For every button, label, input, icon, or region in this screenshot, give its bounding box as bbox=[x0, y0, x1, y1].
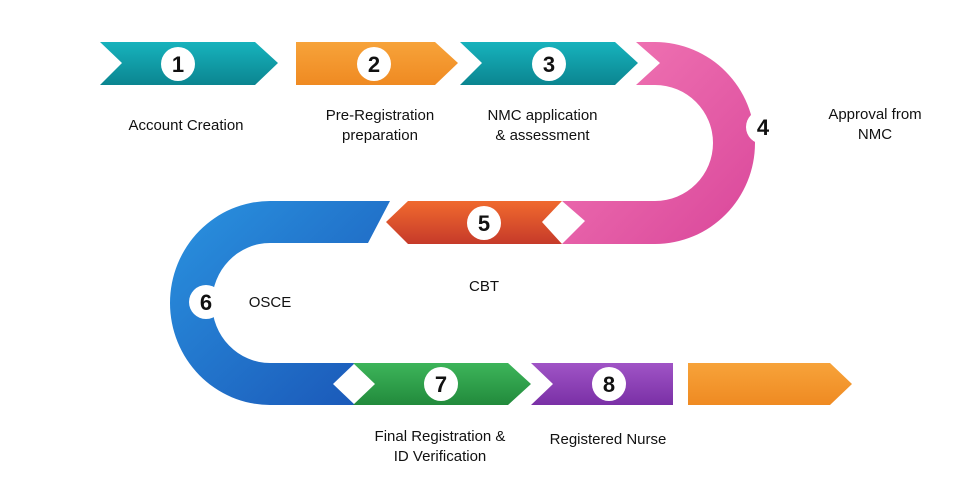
step-7-badge: 7 bbox=[424, 367, 458, 401]
step-4-label: Approval from NMC bbox=[800, 105, 950, 145]
step-4-curve bbox=[562, 42, 755, 244]
step-6-label-line-1: OSCE bbox=[248, 294, 292, 311]
step-5-label-line-1: CBT bbox=[469, 278, 499, 295]
step-3-label-line-1: NMC application bbox=[487, 107, 598, 124]
step-3-label-line-2: & assessment bbox=[495, 127, 590, 144]
step-2-number: 2 bbox=[368, 52, 380, 77]
step-1-number: 1 bbox=[172, 52, 184, 77]
step-4-badge: 4 bbox=[746, 110, 780, 144]
step-4-label-line-1: Approval from bbox=[828, 106, 922, 123]
step-6-curve bbox=[170, 201, 390, 405]
step-1-badge: 1 bbox=[161, 47, 195, 81]
step-6-number: 6 bbox=[200, 290, 212, 315]
step-7-label-line-1: Final Registration & bbox=[374, 428, 506, 445]
step-4-label-line-2: NMC bbox=[857, 126, 893, 143]
step-7-label: Final Registration & ID Verification bbox=[355, 427, 525, 467]
step-2-badge: 2 bbox=[357, 47, 391, 81]
step-6-label: OSCE bbox=[238, 293, 302, 313]
step-5-number: 5 bbox=[478, 211, 490, 236]
step-8-number: 8 bbox=[603, 372, 615, 397]
step-3-number: 3 bbox=[543, 52, 555, 77]
step-6-badge: 6 bbox=[189, 285, 223, 319]
step-7-label-line-2: ID Verification bbox=[393, 448, 487, 465]
step-2-label-line-1: Pre-Registration bbox=[325, 107, 435, 124]
step-8-label: Registered Nurse bbox=[528, 430, 688, 450]
step-5-badge: 5 bbox=[467, 206, 501, 240]
end-arrow bbox=[688, 363, 852, 405]
step-1-label: Account Creation bbox=[106, 116, 266, 136]
step-2-label-line-2: preparation bbox=[342, 127, 418, 144]
step-8-label-line-1: Registered Nurse bbox=[549, 431, 667, 448]
step-3-badge: 3 bbox=[532, 47, 566, 81]
step-8-badge: 8 bbox=[592, 367, 626, 401]
step-7-number: 7 bbox=[435, 372, 447, 397]
step-5-label: CBT bbox=[444, 277, 524, 297]
step-1-label-line-1: Account Creation bbox=[128, 117, 244, 134]
step-2-label: Pre-Registration preparation bbox=[300, 106, 460, 146]
step-4-number: 4 bbox=[757, 115, 770, 140]
step-3-label: NMC application & assessment bbox=[460, 106, 625, 146]
